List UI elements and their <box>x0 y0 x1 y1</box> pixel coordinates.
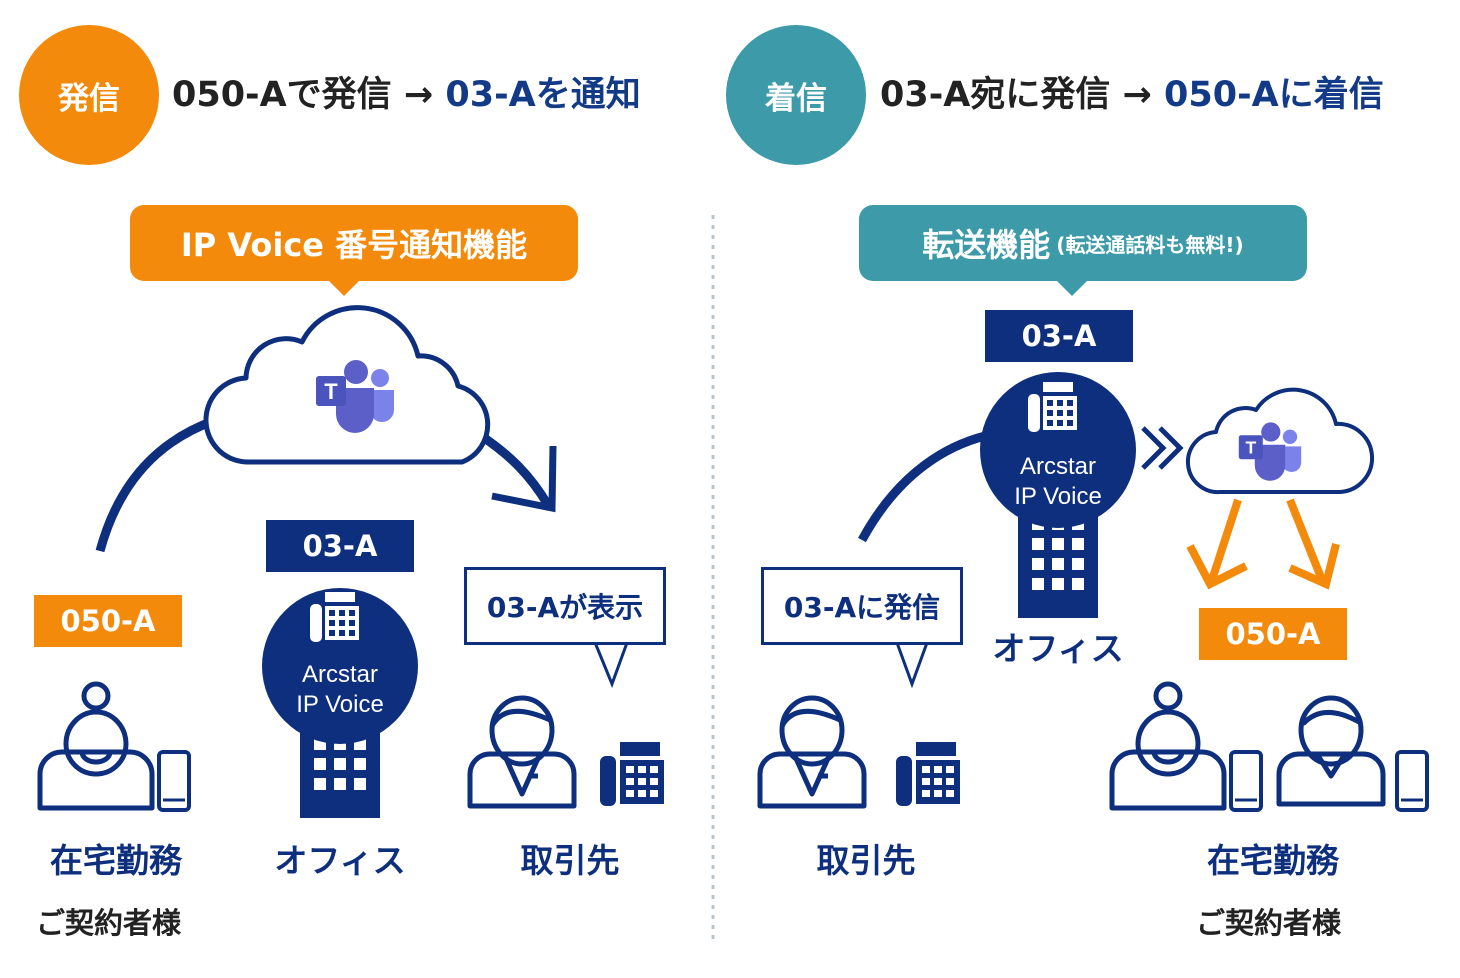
home-number-tag: 050-A <box>34 595 182 647</box>
outgoing-headline: 050-Aで発信 → 03-Aを通知 <box>172 78 641 113</box>
incoming-headline: 03-A宛に発信 → 050-Aに着信 <box>880 78 1384 113</box>
cloud-icon <box>1185 387 1375 495</box>
office-service-line1: Arcstar <box>1019 453 1096 480</box>
office-service-line1: Arcstar <box>301 661 378 688</box>
forward-bubble: 転送機能 (転送通話料も無料!) <box>859 205 1307 281</box>
label-home-work: 在宅勤務 <box>1207 841 1339 880</box>
office-number-tag: 03-A <box>985 310 1133 362</box>
label-home-work: 在宅勤務 <box>50 841 182 880</box>
forward-bubble-sub: (転送通話料も無料!) <box>1056 232 1244 257</box>
smartphone-icon <box>157 750 191 812</box>
forward-arrow-icon <box>1186 498 1340 590</box>
outgoing-badge: 発信 <box>19 25 159 165</box>
office-number-tag: 03-A <box>266 520 414 572</box>
incoming-badge: 着信 <box>726 25 866 165</box>
display-callout: 03-Aが表示 <box>464 567 666 645</box>
incoming-headline-part2: 050-Aに着信 <box>1164 75 1384 115</box>
office-service-label: Arcstar IP Voice <box>270 660 410 720</box>
smartphone-icon <box>1229 750 1263 812</box>
office-service-line2: IP Voice <box>296 691 384 718</box>
office-service-label: Arcstar IP Voice <box>988 452 1128 512</box>
label-partner: 取引先 <box>816 841 916 880</box>
outgoing-headline-part2: 03-Aを通知 <box>445 75 641 115</box>
person-icon <box>1112 684 1224 808</box>
contract-holder: ご契約者様 <box>36 906 182 940</box>
phone-icon <box>600 742 664 806</box>
home-number-tag: 050-A <box>1199 608 1347 660</box>
smartphone-icon <box>1395 750 1429 812</box>
cloud-icon <box>203 305 491 465</box>
label-office: オフィス <box>274 841 406 880</box>
phone-icon <box>896 742 960 806</box>
forward-chevron-icon <box>1141 426 1184 470</box>
number-notify-bubble: IP Voice 番号通知機能 <box>130 205 578 281</box>
label-partner: 取引先 <box>520 841 620 880</box>
incoming-headline-part1: 03-A宛に発信 → <box>880 75 1152 115</box>
call-callout: 03-Aに発信 <box>761 567 963 645</box>
incoming-arc <box>858 431 987 543</box>
contract-holder: ご契約者様 <box>1196 906 1342 940</box>
person-icon <box>1279 698 1383 804</box>
person-icon <box>40 684 152 808</box>
person-icon <box>470 698 574 806</box>
forward-bubble-main: 転送機能 <box>922 226 1051 264</box>
office-service-line2: IP Voice <box>1014 483 1102 510</box>
person-icon <box>760 698 864 806</box>
label-office: オフィス <box>992 629 1124 668</box>
outgoing-headline-part1: 050-Aで発信 → <box>172 75 434 115</box>
outgoing-arrowhead <box>491 445 557 513</box>
